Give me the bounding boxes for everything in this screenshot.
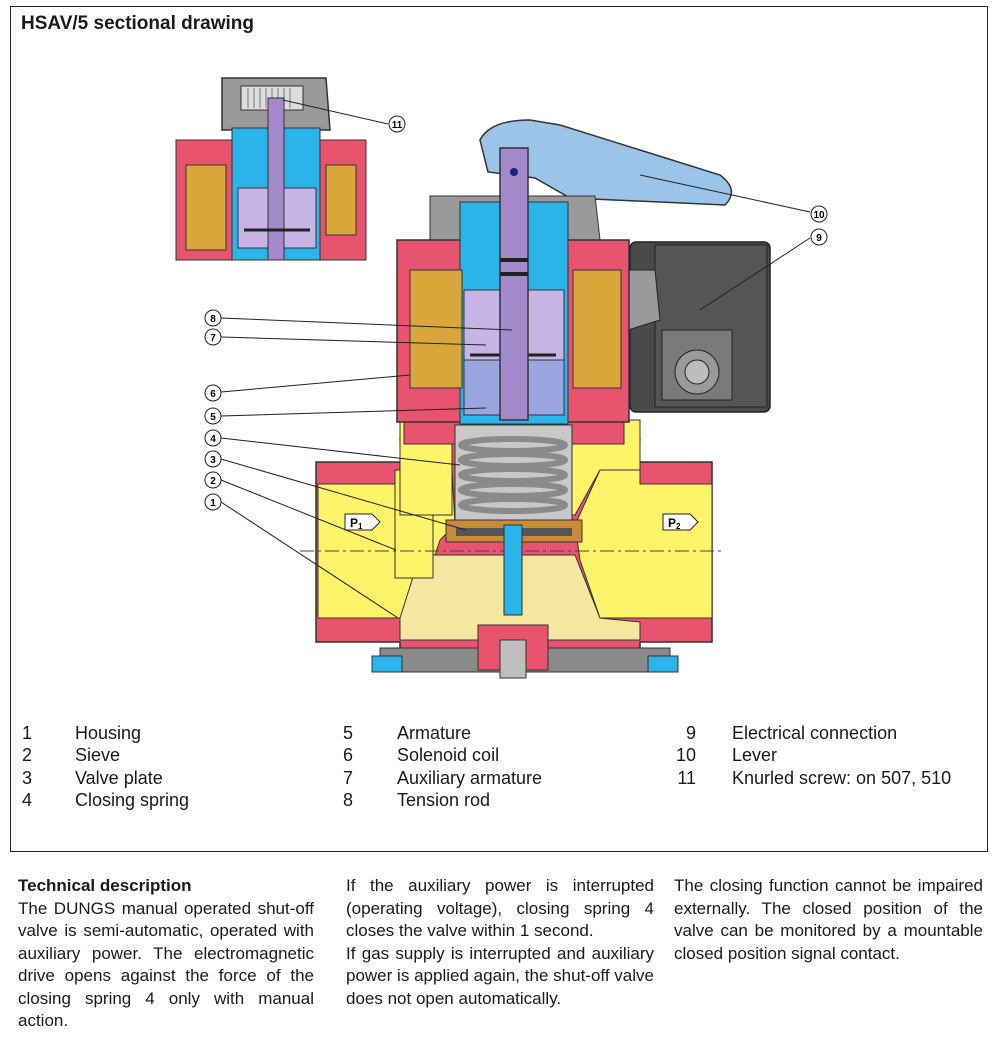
callout-9: 9 <box>810 228 828 246</box>
callout-1: 1 <box>204 493 222 511</box>
svg-text:5: 5 <box>210 412 216 423</box>
svg-text:6: 6 <box>210 389 216 400</box>
description-text: The closing function cannot be impaired … <box>674 876 983 963</box>
svg-text:1: 1 <box>358 522 363 531</box>
pressure-marker-p1: P 1 <box>344 513 381 531</box>
callout-6: 6 <box>204 384 222 402</box>
description-column-1: Technical description The DUNGS manual o… <box>18 875 314 1033</box>
valve-sectional-drawing: P 1 P 2 11 10 9 8 7 6 5 4 3 2 1 <box>175 77 828 679</box>
svg-text:8: 8 <box>210 314 216 325</box>
callout-8: 8 <box>204 309 222 327</box>
electrical-connection <box>621 241 771 413</box>
svg-text:P: P <box>350 516 358 530</box>
leader-lines <box>220 99 811 619</box>
svg-text:1: 1 <box>210 498 216 509</box>
detail-view <box>175 77 367 261</box>
description-text: If the auxiliary power is interrupted (o… <box>346 876 654 940</box>
description-text: If gas supply is interrupted and auxilia… <box>346 943 654 1008</box>
svg-text:3: 3 <box>210 455 216 466</box>
pressure-marker-p2: P 2 <box>662 513 699 531</box>
svg-text:2: 2 <box>210 476 216 487</box>
description-column-3: The closing function cannot be impaired … <box>674 875 983 965</box>
callout-5: 5 <box>204 407 222 425</box>
callout-10: 10 <box>810 205 828 223</box>
callout-11: 11 <box>388 115 406 133</box>
description-text: The DUNGS manual operated shut-off valve… <box>18 898 314 1031</box>
closing-spring <box>454 424 573 521</box>
tension-rod <box>499 147 529 421</box>
description-title: Technical description <box>18 876 192 895</box>
callout-7: 7 <box>204 328 222 346</box>
callout-2: 2 <box>204 471 222 489</box>
svg-text:11: 11 <box>392 120 403 131</box>
callout-4: 4 <box>204 429 222 447</box>
svg-text:10: 10 <box>813 210 825 221</box>
lever <box>479 119 733 206</box>
figure-frame: HSAV/5 sectional drawing <box>10 6 988 852</box>
description-column-2: If the auxiliary power is interrupted (o… <box>346 875 654 1010</box>
callout-3: 3 <box>204 450 222 468</box>
svg-text:2: 2 <box>676 522 681 531</box>
svg-text:4: 4 <box>210 434 216 445</box>
figure-title: HSAV/5 sectional drawing <box>21 13 254 34</box>
svg-text:7: 7 <box>210 333 216 344</box>
svg-text:P: P <box>668 516 676 530</box>
svg-text:9: 9 <box>816 233 822 244</box>
